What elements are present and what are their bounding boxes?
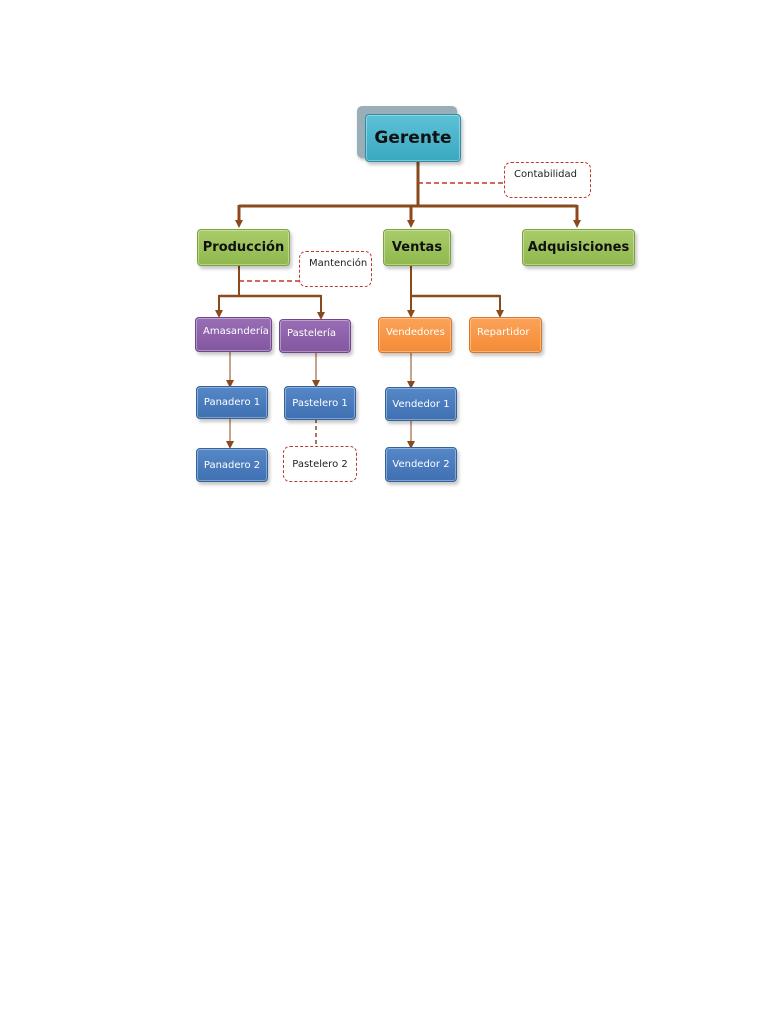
node-contabilidad: Contabilidad <box>504 162 591 198</box>
node-vendedores: Vendedores <box>378 317 452 353</box>
node-pasteleria: Pastelería <box>279 319 351 353</box>
node-gerente: Gerente <box>365 114 461 162</box>
node-pastelero1: Pastelero 1 <box>284 386 356 420</box>
node-panadero1: Panadero 1 <box>196 386 268 419</box>
node-produccion: Producción <box>197 229 290 266</box>
node-pastelero2: Pastelero 2 <box>283 446 357 482</box>
node-repartidor: Repartidor <box>469 317 542 353</box>
node-vendedor2: Vendedor 2 <box>385 447 457 482</box>
node-adquisiciones: Adquisiciones <box>522 229 635 266</box>
node-ventas: Ventas <box>383 229 451 266</box>
node-amasanderia: Amasandería <box>195 317 272 352</box>
node-panadero2: Panadero 2 <box>196 448 268 482</box>
node-vendedor1: Vendedor 1 <box>385 387 457 421</box>
node-mantencion: Mantención <box>299 251 372 287</box>
